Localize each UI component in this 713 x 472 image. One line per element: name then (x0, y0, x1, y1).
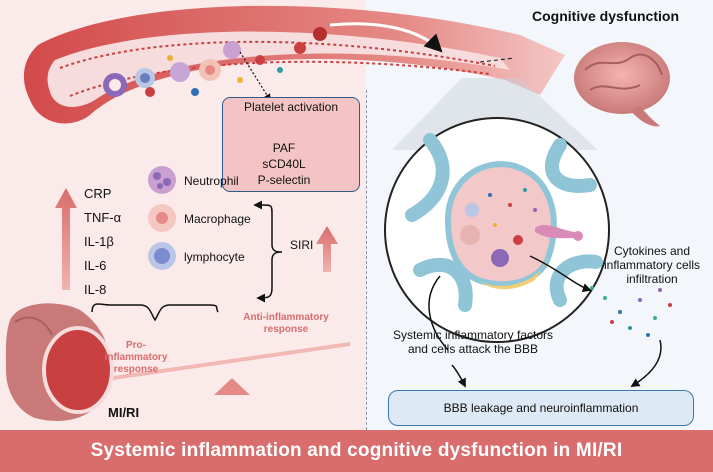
inflammatory-marker-list: CRP TNF-α IL-1β IL-6 IL-8 (84, 182, 121, 302)
marker-item: IL-1β (84, 234, 114, 249)
marker-item: IL-6 (84, 258, 107, 273)
diagram-artwork (5, 5, 672, 421)
footer-banner: Systemic inflammation and cognitive dysf… (0, 430, 713, 472)
platelet-factor: sCD40L (262, 157, 306, 171)
siri-bracket (258, 204, 283, 298)
platelet-factor: PAF (272, 141, 296, 155)
lymphocyte-icon (148, 242, 176, 270)
outcome-label: BBB leakage and neuroinflammation (443, 401, 639, 415)
systemic-label: Systemic inflammatory factors and cells … (392, 328, 554, 356)
response-brace (91, 303, 219, 322)
marker-item: IL-8 (84, 282, 107, 297)
heart-icon (5, 303, 114, 421)
bbb-zoom-circle (384, 117, 610, 343)
neutrophil-label: Neutrophil (184, 174, 239, 188)
macrophage-label: Macrophage (184, 212, 251, 226)
platelet-factor-list: PAF sCD40L P-selectin (239, 140, 329, 188)
marker-item: TNF-α (84, 210, 122, 225)
platelet-factor: P-selectin (257, 173, 311, 187)
footer-title: Systemic inflammation and cognitive dysf… (90, 440, 623, 461)
page-title: Cognitive dysfunction (532, 8, 679, 24)
brain-icon (574, 42, 670, 127)
siri-label: SIRI (290, 238, 314, 252)
marker-item: CRP (84, 186, 112, 201)
platelet-activation-box: Platelet activation PAF sCD40L P-selecti… (222, 97, 360, 192)
platelet-connector (239, 51, 271, 102)
panel-divider (366, 90, 367, 430)
neutrophil-icon (148, 166, 176, 194)
condition-label: MI/RI (108, 405, 140, 420)
siri-up-arrow (316, 226, 338, 272)
platelet-box-title: Platelet activation (243, 100, 339, 114)
markers-up-arrow (55, 188, 77, 290)
right-arrows (428, 255, 662, 388)
anti-inflammatory-label: Anti-inflammatory response (243, 312, 329, 335)
balance-fulcrum (214, 378, 250, 395)
outcome-box: BBB leakage and neuroinflammation (388, 390, 694, 426)
infiltration-particles (590, 286, 672, 337)
pro-inflammatory-label: Pro-inflammatory response (104, 340, 168, 375)
macrophage-icon (148, 204, 176, 232)
lymphocyte-label: lymphocyte (184, 250, 245, 264)
vessel-cells (103, 27, 327, 97)
cytokines-label: Cytokines and inflammatory cells infiltr… (603, 244, 701, 286)
